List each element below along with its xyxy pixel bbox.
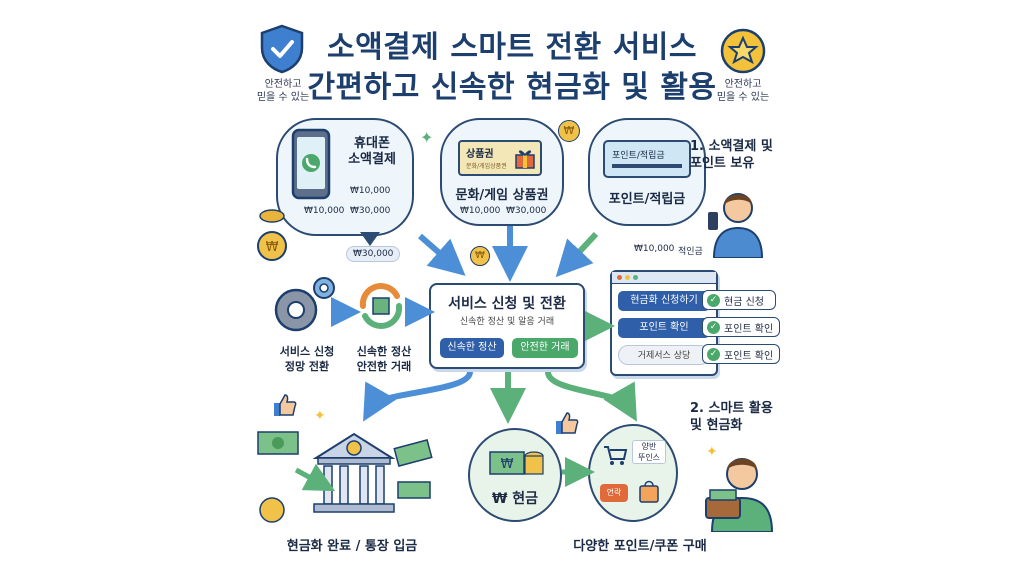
check-icon: ✓ — [707, 320, 720, 334]
fast-settle-button[interactable]: 신속한 정산 — [440, 338, 504, 358]
gift-card-icon: 상품권 문화/게임상품권 — [458, 140, 542, 176]
phone-amount-2: ₩10,000 — [304, 206, 345, 216]
gift-label: 문화/게임 상품권 — [455, 188, 549, 203]
phone-amount-1: ₩10,000 — [350, 186, 391, 196]
title-line-1: 소액결제 스마트 전환 서비스 — [326, 30, 698, 65]
arrow-cash-to-bank — [294, 463, 336, 492]
bubble-tail — [360, 232, 380, 246]
sparkle-icon: ✦ — [420, 128, 434, 147]
gift-amount-1: ₩10,000 — [460, 206, 501, 216]
phone-icon — [290, 128, 332, 200]
thumbs-up-icon — [272, 392, 298, 418]
cash-request-button[interactable]: 현금화 신청하기 — [618, 291, 710, 311]
safe-trade-button[interactable]: 안전한 거래 — [512, 338, 578, 358]
coin-icon: ₩ — [470, 246, 490, 266]
svg-text:₩: ₩ — [266, 240, 279, 255]
page-title: 소액결제 스마트 전환 서비스 간편하고 신속한 현금화 및 활용 — [300, 28, 724, 108]
title-line-2: 간편하고 신속한 현금화 및 활용 — [307, 70, 717, 105]
person-cash-icon — [700, 440, 780, 533]
thumbs-up-icon — [554, 410, 580, 436]
arrow-phone-to-center — [418, 233, 466, 276]
gift-box-icon — [515, 150, 535, 169]
points-card-title: 포인트/적립금 — [612, 151, 665, 161]
refresh-cycle-icon — [353, 278, 409, 334]
svg-text:₩: ₩ — [501, 457, 514, 472]
step1-label: 1. 소액결제 및 포인트 보유 — [690, 139, 773, 171]
shield-icon — [258, 24, 306, 74]
check-icon: ✓ — [707, 347, 720, 361]
gear-caption: 서비스 신청 정망 전환 — [279, 345, 335, 373]
shopping-bag-icon — [639, 480, 659, 503]
check-label-3: 포인트 확인 — [724, 350, 774, 362]
check-row-2: ✓ 포인트 확인 — [702, 317, 780, 337]
cycle-caption: 신속한 정산 안전한 거래 — [356, 345, 412, 373]
gift-amount-2: ₩30,000 — [506, 206, 547, 216]
points-amount-2: 적인금 — [678, 247, 703, 257]
right-badge-text: 안전하고 믿을 수 있는 — [716, 79, 770, 103]
cash-label: ₩ 현금 — [491, 491, 539, 507]
app-titlebar — [612, 272, 716, 284]
cash-stack-icon: ₩ — [489, 451, 544, 475]
cash-circle: ₩ ₩ 현금 — [468, 428, 562, 522]
center-title: 서비스 신청 및 전환 — [448, 296, 566, 312]
gift-card-sub: 문화/게임상품권 — [466, 163, 507, 170]
gear-icon — [270, 276, 340, 338]
points-card-icon: 포인트/적립금 — [603, 140, 691, 178]
phone-extra-amount: ₩30,000 — [346, 246, 401, 262]
star-icon — [720, 28, 766, 74]
shop-caption: 다양한 포인트/쿠폰 구매 — [573, 539, 707, 554]
arrow-points-to-center — [555, 231, 599, 278]
phone-amount-3: ₩30,000 — [350, 206, 391, 216]
cart-icon — [604, 446, 628, 465]
arrow-center-to-bank — [362, 370, 473, 422]
check-icon: ✓ — [707, 293, 720, 307]
check-row-3: ✓ 포인트 확인 — [702, 344, 780, 364]
arrow-center-to-shop — [545, 371, 637, 422]
points-label: 포인트/적립금 — [608, 192, 686, 207]
check-label-1: 현금 신청 — [724, 296, 764, 308]
left-badge-text: 안전하고 믿을 수 있는 — [256, 79, 310, 103]
shop-item-2: 언락 — [600, 484, 628, 502]
shop-item-1: 양반 뚜인스 — [632, 440, 666, 464]
point-check-button[interactable]: 포인트 확인 — [618, 318, 710, 338]
points-amount-1: ₩10,000 — [634, 244, 675, 254]
check-row-1: ✓ 현금 신청 — [702, 290, 776, 310]
bank-caption: 현금화 완료 / 통장 입금 — [286, 539, 418, 554]
step2-label: 2. 스마트 활용 및 현금화 — [690, 401, 773, 433]
gift-card-title: 상품권 — [466, 149, 494, 160]
coin-icon: ₩ — [558, 120, 580, 142]
phone-label: 휴대폰 소액결제 — [348, 136, 396, 167]
shop-circle: 양반 뚜인스 언락 — [588, 424, 678, 522]
bank-icon — [256, 424, 436, 534]
center-subtitle: 신속한 정산 및 알응 거래 — [459, 317, 555, 327]
check-label-2: 포인트 확인 — [724, 323, 774, 335]
coin-stack-icon: ₩ — [256, 208, 288, 268]
sparkle-icon: ✦ — [314, 408, 326, 424]
sparkle-icon: ✦ — [706, 444, 718, 460]
person-phone-icon — [706, 178, 770, 259]
